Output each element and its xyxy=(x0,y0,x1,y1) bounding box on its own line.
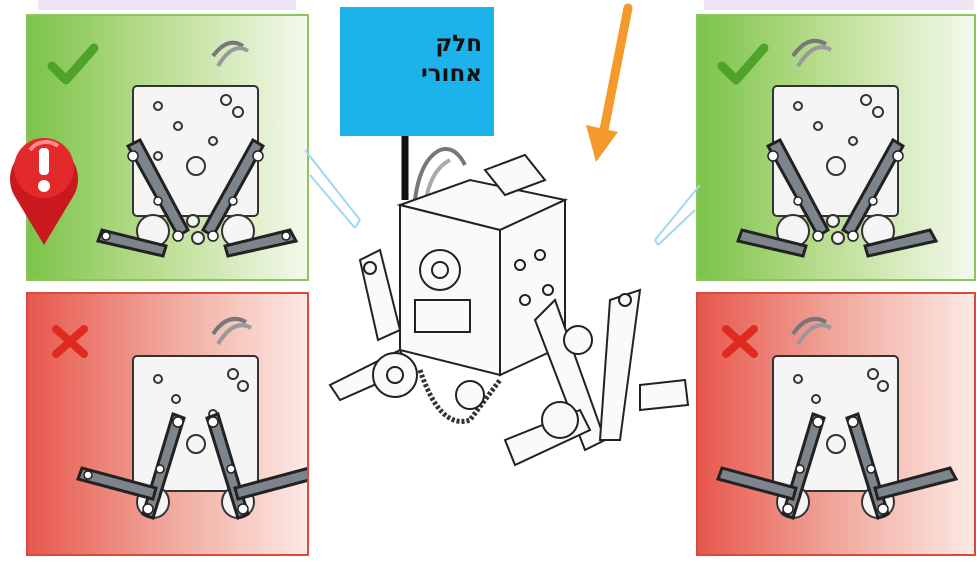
back-part-callout: חלק אחורי xyxy=(340,7,494,136)
callout-text: חלק אחורי xyxy=(421,29,482,89)
callout-line-2: אחורי xyxy=(421,59,482,89)
correct-panel-right xyxy=(696,14,976,281)
callout-line-1: חלק xyxy=(421,29,482,59)
robot-front-view-wrong-left xyxy=(28,294,309,556)
robot-front-view-wrong-right xyxy=(698,294,976,556)
robot-front-view-correct-right xyxy=(698,16,976,281)
pointer-left xyxy=(305,150,360,228)
wrong-panel-left xyxy=(26,292,309,556)
header-strip-right xyxy=(704,0,974,10)
check-mark-icon xyxy=(722,48,764,80)
correct-panel-left xyxy=(26,14,309,281)
x-mark-icon xyxy=(726,329,754,354)
x-mark-icon xyxy=(56,329,84,354)
header-strip-left xyxy=(38,0,296,10)
central-robot-illustration xyxy=(330,149,688,465)
wrong-panel-right xyxy=(696,292,976,556)
check-mark-icon xyxy=(52,48,94,80)
orange-arrow-icon xyxy=(586,8,628,162)
pointer-right xyxy=(655,185,700,245)
robot-front-view-correct-left xyxy=(28,16,309,281)
